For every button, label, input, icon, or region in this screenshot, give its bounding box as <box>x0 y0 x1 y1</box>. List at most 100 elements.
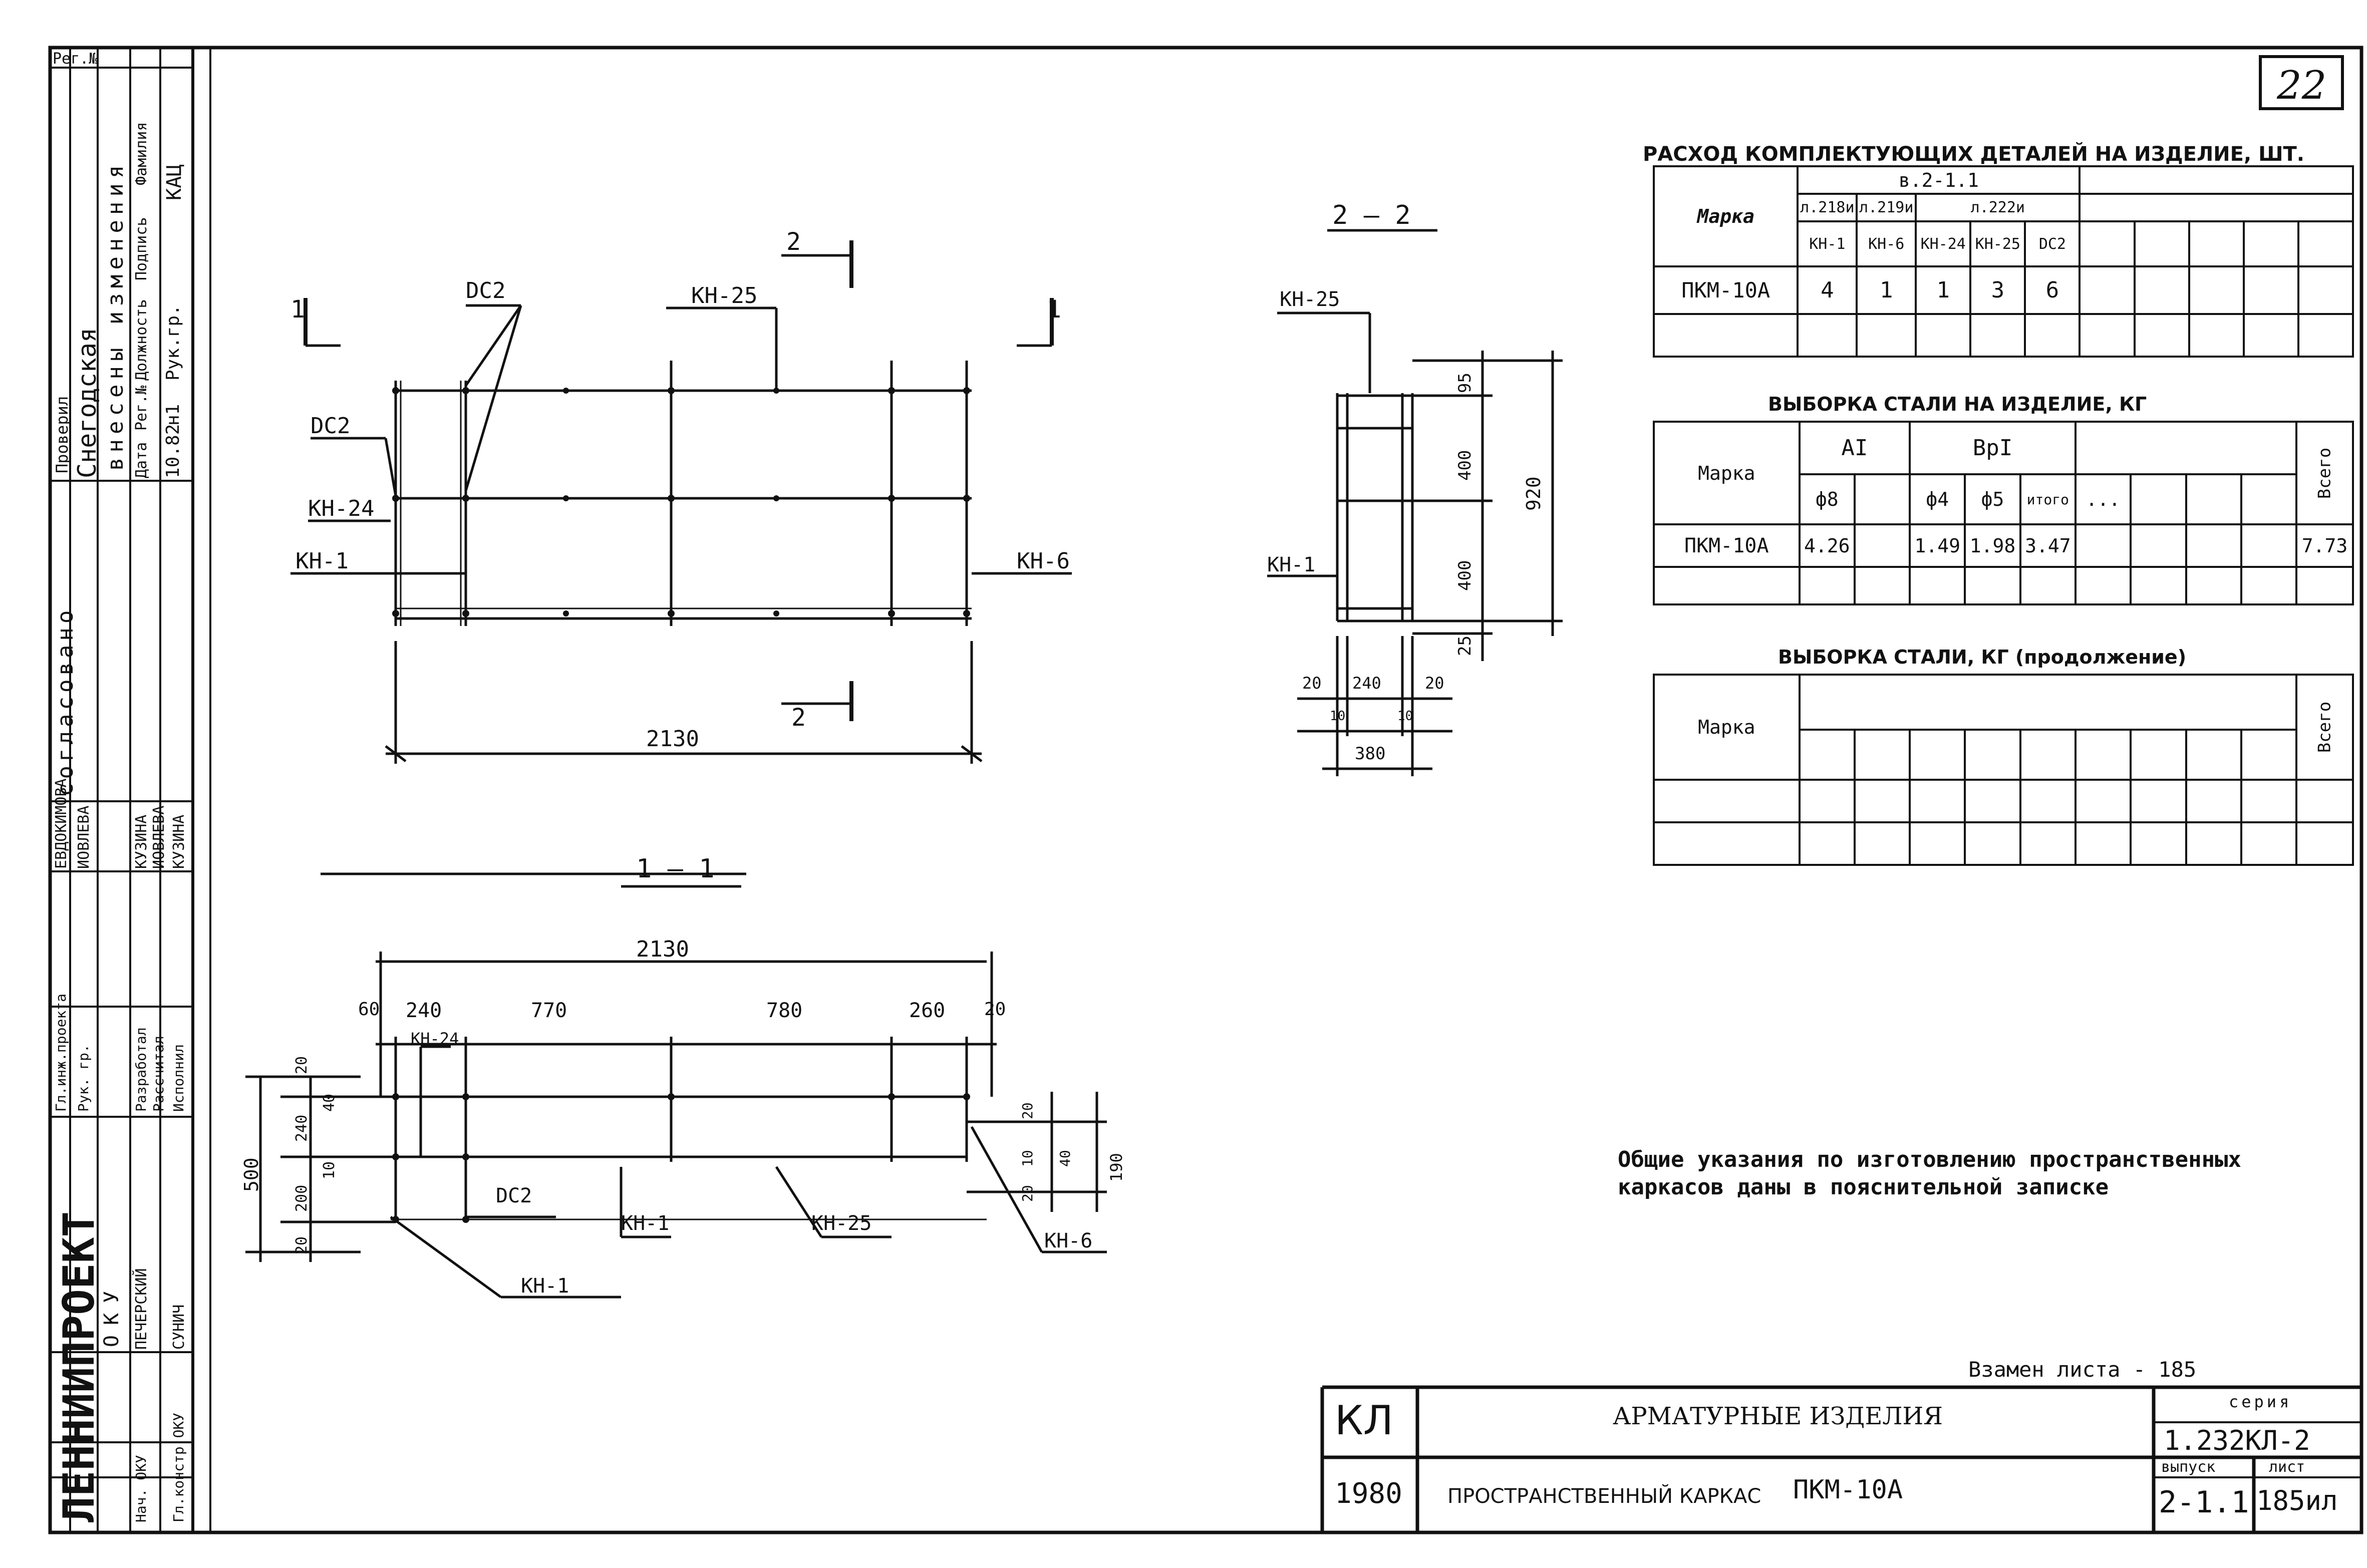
table1-row-empty4 <box>2242 265 2299 315</box>
table1-empty-c1 <box>2079 220 2136 267</box>
table2-blank-9 <box>2240 566 2298 605</box>
table3-empty-group <box>1798 674 2298 731</box>
section-22-dim-400-a: 400 <box>1455 450 1475 481</box>
title-line2: ПРОСТРАНСТВЕННЫЙ КАРКАС <box>1447 1485 1761 1508</box>
table3-c4 <box>1964 729 2021 781</box>
table3-r2-5 <box>2019 821 2077 866</box>
table3-r2-2 <box>1853 821 1911 866</box>
section-11-right-v-20b: 20 <box>1019 1185 1036 1202</box>
section-22-dim-25: 25 <box>1455 636 1475 656</box>
table2-steel-b: BpI <box>1909 421 2077 475</box>
role-group-head: Рук. гр. <box>75 1044 92 1112</box>
section-11-right-v-10: 10 <box>1019 1150 1036 1167</box>
table3-r1-9 <box>2240 779 2298 823</box>
table2-header-mark: Марка <box>1653 421 1801 525</box>
table3-r2-6 <box>2074 821 2132 866</box>
department-name: ОКУ <box>100 1281 123 1347</box>
table2-blank-6 <box>2074 566 2132 605</box>
table3-r2-4 <box>1964 821 2021 866</box>
section-11-left-v-20-top: 20 <box>293 1056 311 1074</box>
table3-r1-7 <box>2130 779 2187 823</box>
table2-blank-mark <box>1653 566 1801 605</box>
change-top: Снегодская <box>73 327 102 478</box>
table2-col-f4: ф4 <box>1909 473 1966 525</box>
series-label: серия <box>2229 1392 2292 1411</box>
plan-label-kn1: KH-1 <box>295 548 349 574</box>
section-11-dim-770: 770 <box>531 999 567 1022</box>
table1-blank-5 <box>2024 313 2081 358</box>
table3-header-mark: Марка <box>1653 674 1801 781</box>
table3-r1-4 <box>1964 779 2021 823</box>
table1-empty-sub <box>2079 193 2354 222</box>
table1-header-mark: Марка <box>1652 165 1799 267</box>
section-11-label-kn1-b: KH-1 <box>521 1275 569 1298</box>
name-kuzina-2: КУЗИНА <box>170 814 188 869</box>
table3-r2-10 <box>2295 821 2354 866</box>
table2-blank-5 <box>2019 566 2077 605</box>
name-kuzina-1: КУЗИНА <box>133 814 150 869</box>
table1-subgroup-219: л.219и <box>1856 193 1917 222</box>
table3-r2-9 <box>2240 821 2298 866</box>
table2-row-empty <box>1853 523 1911 568</box>
table1-empty-c4 <box>2242 220 2299 267</box>
table2-blank-4 <box>1964 566 2021 605</box>
table2-row-f8: 4.26 <box>1798 523 1856 568</box>
name-sunich: СУНИЧ <box>170 1304 188 1350</box>
table1-col-kn6: KH-6 <box>1856 220 1917 267</box>
table1-row-empty3 <box>2188 265 2245 315</box>
table1-empty-c2 <box>2133 220 2190 267</box>
table3-r1-5 <box>2019 779 2077 823</box>
table1-row-empty5 <box>2297 265 2354 315</box>
plan-label-dc2-a: DC2 <box>466 278 506 303</box>
table1-blank-9 <box>2242 313 2299 358</box>
section-22-dim-400-b: 400 <box>1455 560 1475 591</box>
table2-col-ellipsis: ... <box>2074 473 2132 525</box>
table3-c3 <box>1909 729 1966 781</box>
table1-row-empty1 <box>2079 265 2136 315</box>
section-11-left-total: 500 <box>240 1157 262 1192</box>
table3-r1-1 <box>1798 779 1856 823</box>
section-11-total: 2130 <box>636 936 689 962</box>
agreed-label: согласовано <box>53 606 78 796</box>
table2-row-mark: ПКМ-10А <box>1653 523 1801 568</box>
changes-col-signature: Подпись <box>133 217 150 280</box>
plan-cut-1-right: 1 <box>1047 295 1061 324</box>
table1-col-dc2: DC2 <box>2024 220 2081 267</box>
table2-col-f5: ф5 <box>1964 473 2021 525</box>
table-steel-continued: Марка Всего <box>1653 674 2354 866</box>
table1-row-mark: ПКМ-10А <box>1652 265 1799 315</box>
table3-c6 <box>2074 729 2132 781</box>
section-11-dim-240: 240 <box>406 999 442 1022</box>
table1-row-kn6: 1 <box>1856 265 1917 315</box>
sheet-label: лист <box>2269 1458 2305 1476</box>
role-developed: Разработал <box>133 1027 149 1112</box>
section-11-label-kn6: KH-6 <box>1044 1229 1093 1252</box>
plan-cut-1-left: 1 <box>290 295 305 324</box>
section-22-dim-20-left: 20 <box>1302 674 1322 693</box>
plan-label-kn24: KH-24 <box>308 496 375 521</box>
sheet-number-box: 22 <box>2259 55 2344 110</box>
table1-blank-7 <box>2133 313 2190 358</box>
table2-row-e2 <box>2130 523 2187 568</box>
section-22-title: 2 — 2 <box>1332 200 1411 230</box>
table1-blank-6 <box>2079 313 2136 358</box>
name-iovleva-2: ИОВЛЕВА <box>150 805 168 869</box>
table1-row-kn1: 4 <box>1797 265 1858 315</box>
plan-label-kn6: KH-6 <box>1017 548 1070 574</box>
table2-total-label: Всего <box>2314 447 2335 499</box>
change-row-date: 10.82 <box>163 424 183 478</box>
table3-title: ВЫБОРКА СТАЛИ, КГ (продолжение) <box>1778 646 2187 668</box>
table3-r2-mark <box>1653 821 1801 866</box>
table3-r1-3 <box>1909 779 1966 823</box>
table1-col-kn25: KH-25 <box>1969 220 2026 267</box>
table3-c7 <box>2130 729 2187 781</box>
table2-row-f5: 1.98 <box>1964 523 2021 568</box>
table3-c9 <box>2240 729 2298 781</box>
section-11-right-v-20: 20 <box>1019 1102 1036 1119</box>
table2-blank-1 <box>1798 566 1856 605</box>
table3-r1-6 <box>2074 779 2132 823</box>
changes-col-date: Дата <box>133 442 150 478</box>
table2-empty-4 <box>2240 473 2298 525</box>
changes-col-reg: Рег.№ <box>133 385 150 431</box>
